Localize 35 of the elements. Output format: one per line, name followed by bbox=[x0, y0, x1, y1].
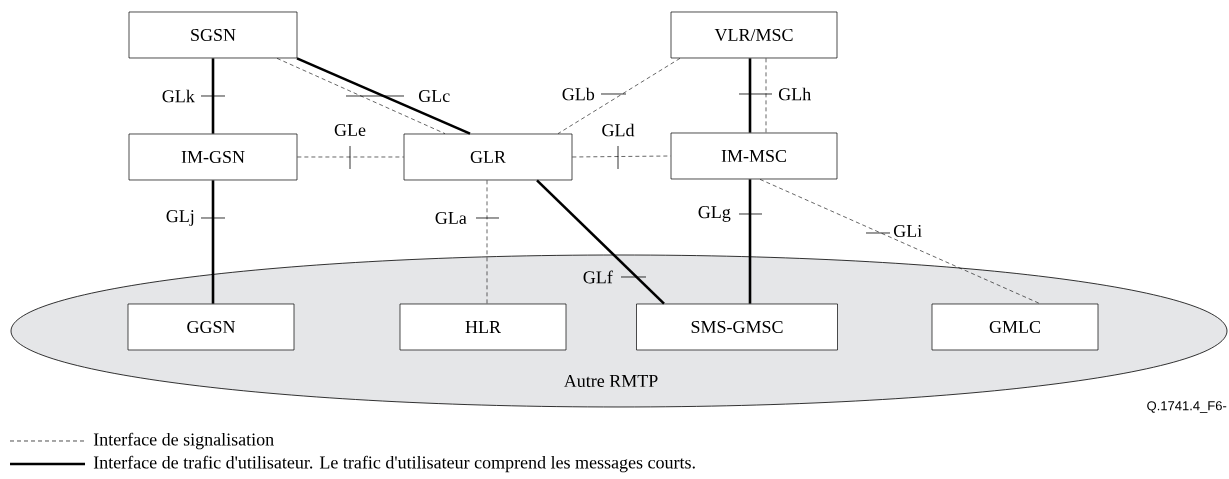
entity-box: SMS-GMSC bbox=[636, 303, 838, 351]
interface-line bbox=[536, 179, 665, 305]
interface-label: GLj bbox=[166, 210, 194, 226]
entity-box: IM-GSN bbox=[128, 133, 298, 181]
interface-line bbox=[211, 58, 215, 134]
interface-line bbox=[486, 180, 488, 304]
interface-label: GLa bbox=[435, 211, 467, 225]
legend-text: Interface de trafic d'utilisateur. Le trafic d'utilisateur comprend les messages courts. bbox=[93, 455, 695, 473]
interface-label: GLg bbox=[698, 206, 731, 222]
interface-line bbox=[759, 179, 1041, 304]
interface-label: GLk bbox=[162, 89, 195, 103]
entity-box: IM-MSC bbox=[670, 132, 838, 180]
entity-box: SGSN bbox=[128, 11, 298, 59]
interface-label: GLh bbox=[778, 87, 811, 101]
legend-text: Interface de signalisation bbox=[93, 432, 274, 450]
interface-label: GLc bbox=[418, 89, 450, 103]
interface-line bbox=[296, 57, 471, 135]
interface-line bbox=[748, 58, 752, 133]
entity-box: GGSN bbox=[127, 303, 295, 351]
entity-box: GLR bbox=[403, 133, 573, 181]
interface-line bbox=[211, 180, 215, 304]
interface-line bbox=[297, 156, 404, 158]
interface-label: GLi bbox=[893, 224, 922, 238]
interface-label: GLb bbox=[562, 87, 595, 101]
interface-label: GLf bbox=[583, 270, 613, 284]
interface-label: GLd bbox=[602, 123, 635, 137]
interface-label: GLe bbox=[334, 123, 366, 137]
interface-line bbox=[557, 58, 681, 134]
interface-line bbox=[765, 58, 767, 133]
interface-line bbox=[748, 179, 752, 304]
interface-line bbox=[276, 58, 446, 134]
entity-box: GMLC bbox=[931, 303, 1099, 351]
entity-box: HLR bbox=[399, 303, 567, 351]
interface-line bbox=[572, 155, 671, 158]
entity-box: VLR/MSC bbox=[670, 11, 838, 59]
